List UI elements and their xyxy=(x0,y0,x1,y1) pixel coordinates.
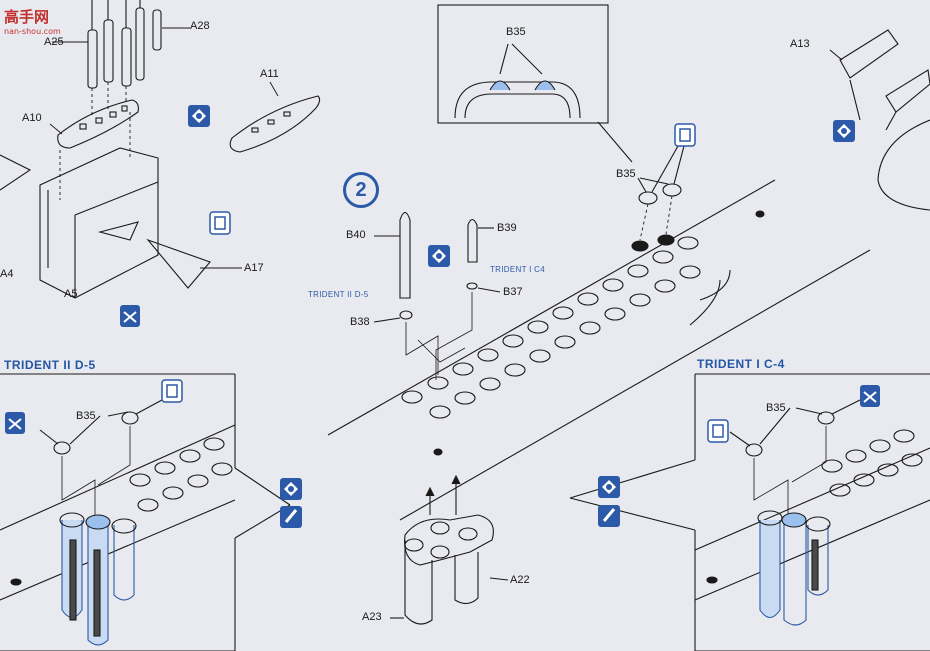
label-b40: B40 xyxy=(346,229,366,241)
watermark-title: 高手网 xyxy=(4,8,50,26)
label-a17: A17 xyxy=(244,262,264,274)
a10-sail-top xyxy=(57,99,139,149)
glue-icon xyxy=(598,476,620,498)
a11-sail-alt xyxy=(229,95,321,153)
missile-tube-hatches xyxy=(401,210,765,456)
main-hull-deck xyxy=(327,179,871,521)
cut-icon xyxy=(5,412,25,434)
label-b35-left: B35 xyxy=(76,410,96,422)
b35-detail-box xyxy=(437,4,609,124)
cut-icon xyxy=(860,385,880,407)
label-a22: A22 xyxy=(510,574,530,586)
detail-box-trident-i xyxy=(569,373,930,651)
label-trident-ii-d5: TRIDENT II D-5 xyxy=(308,290,369,299)
label-a13: A13 xyxy=(790,38,810,50)
a13-parts xyxy=(829,29,930,211)
heading-trident-ii-d5: TRIDENT II D-5 xyxy=(4,358,96,372)
detail-box-trident-ii xyxy=(0,373,291,651)
label-b35-deck: B35 xyxy=(616,168,636,180)
cement-icon xyxy=(209,211,231,235)
glue-icon xyxy=(833,120,855,142)
a25-antenna-rods xyxy=(87,0,162,89)
a22-a23-tubes xyxy=(390,474,509,625)
glue-icon xyxy=(280,478,302,500)
label-b38: B38 xyxy=(350,316,370,328)
paint-icon xyxy=(598,505,620,527)
cut-icon xyxy=(120,305,140,327)
label-b39: B39 xyxy=(497,222,517,234)
label-trident-i-c4: TRIDENT I C4 xyxy=(490,265,546,274)
label-b37: B37 xyxy=(503,286,523,298)
a5-hull-section xyxy=(0,147,211,299)
glue-icon xyxy=(188,105,210,127)
b38-cap xyxy=(399,310,413,320)
heading-trident-i-c4: TRIDENT I C-4 xyxy=(697,357,785,371)
cement-icon xyxy=(707,419,729,443)
label-a28: A28 xyxy=(190,20,210,32)
cement-icon xyxy=(674,123,696,147)
label-a25: A25 xyxy=(44,36,64,48)
paint-icon xyxy=(280,506,302,528)
b39-missile xyxy=(466,218,478,290)
label-b35-detail: B35 xyxy=(506,26,526,38)
watermark-url: nan-shou.com xyxy=(4,27,61,36)
label-b35-right: B35 xyxy=(766,402,786,414)
cement-icon xyxy=(161,379,183,403)
label-a10: A10 xyxy=(22,112,42,124)
label-a11: A11 xyxy=(260,68,279,80)
label-a23: A23 xyxy=(362,611,382,623)
glue-icon xyxy=(428,245,450,267)
step-number: 2 xyxy=(343,172,379,208)
label-a4: A4 xyxy=(0,268,14,280)
b40-missile xyxy=(399,211,411,299)
label-a5: A5 xyxy=(64,288,78,300)
